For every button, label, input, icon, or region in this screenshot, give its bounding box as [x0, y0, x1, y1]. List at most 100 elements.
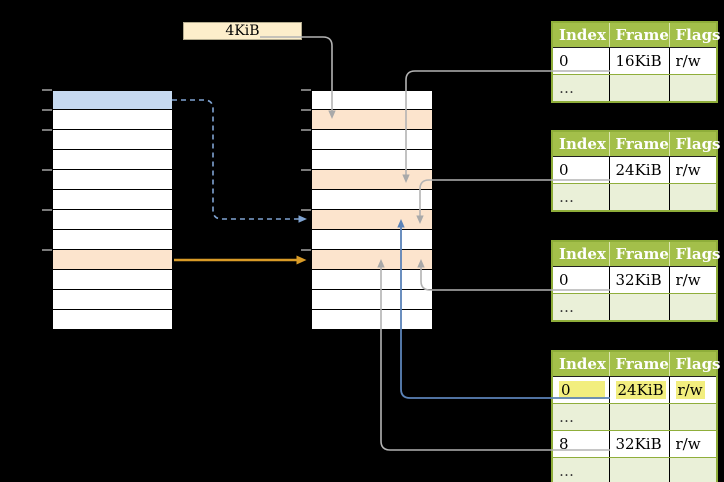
page-table-active: Index Frame Flags 0 24KiB r/w … 8 32KiB …: [551, 350, 721, 482]
cell-frame: 16KiB: [609, 47, 670, 75]
cell-flags: [669, 293, 717, 321]
cell-frame: [609, 183, 670, 211]
cell-flags: [669, 403, 717, 431]
memory-cell: [53, 210, 172, 230]
address-tick: [301, 249, 311, 251]
address-tick: [301, 209, 311, 211]
table-header-row: Index Frame Flags: [552, 131, 721, 157]
frame-array: [312, 90, 432, 330]
address-tick: [42, 109, 52, 111]
cell-index: …: [552, 183, 610, 211]
col-flags: Flags: [669, 22, 721, 48]
frame-cell-highlight: [312, 170, 432, 190]
memory-cell: [53, 190, 172, 210]
col-frame: Frame: [609, 351, 670, 377]
cell-index: …: [552, 403, 610, 431]
cell-index: …: [552, 293, 610, 321]
address-tick: [42, 89, 52, 91]
cell-flags: r/w: [669, 47, 717, 75]
table-row: 0 16KiB r/w: [552, 47, 717, 75]
memory-cell-highlight-blue: [53, 90, 172, 110]
memory-cell: [53, 290, 172, 310]
table-row: 0 24KiB r/w: [552, 156, 717, 184]
memory-cell: [53, 230, 172, 250]
memory-cell: [53, 170, 172, 190]
cell-frame: [609, 74, 670, 102]
col-index: Index: [552, 351, 610, 377]
arrow-vm1-to-frame7-dashed: [172, 99, 307, 223]
col-index: Index: [552, 241, 610, 267]
cell-frame: 24KiB: [609, 156, 670, 184]
cell-flags: r/w: [669, 430, 717, 458]
address-tick: [42, 249, 52, 251]
address-tick: [301, 109, 311, 111]
frame-cell: [312, 270, 432, 290]
memory-cell: [53, 130, 172, 150]
col-flags: Flags: [669, 351, 721, 377]
frame-cell: [312, 230, 432, 250]
page-table-32kib: Index Frame Flags 0 32KiB r/w …: [551, 240, 721, 322]
memory-cell: [53, 150, 172, 170]
col-index: Index: [552, 22, 610, 48]
col-index: Index: [552, 131, 610, 157]
memory-cell: [53, 110, 172, 130]
page-table-24kib: Index Frame Flags 0 24KiB r/w …: [551, 130, 721, 212]
col-frame: Frame: [609, 131, 670, 157]
frame-cell: [312, 310, 432, 330]
cell-frame: 32KiB: [609, 430, 670, 458]
table-row: 0 32KiB r/w: [552, 266, 717, 294]
page-size-label: 4KiB: [183, 22, 302, 40]
cell-flags: r/w: [669, 156, 717, 184]
table-row: 8 32KiB r/w: [552, 430, 717, 458]
table-row-highlighted: 0 24KiB r/w: [552, 376, 717, 404]
cell-flags: r/w: [669, 376, 717, 404]
col-flags: Flags: [669, 131, 721, 157]
frame-cell: [312, 190, 432, 210]
address-tick: [42, 209, 52, 211]
page-table-16kib: Index Frame Flags 0 16KiB r/w …: [551, 21, 721, 103]
cell-flags: [669, 457, 717, 482]
highlighted-value: r/w: [675, 381, 705, 399]
cell-flags: [669, 74, 717, 102]
table-header-row: Index Frame Flags: [552, 241, 721, 267]
highlighted-value: 24KiB: [615, 381, 666, 399]
table-row-ellipsis: …: [552, 403, 717, 431]
table-row-ellipsis: …: [552, 457, 717, 482]
address-tick: [42, 169, 52, 171]
virtual-memory-array: [53, 90, 172, 330]
cell-flags: r/w: [669, 266, 717, 294]
frame-cell-highlight: [312, 110, 432, 130]
cell-index: 0: [552, 376, 610, 404]
col-frame: Frame: [609, 241, 670, 267]
cell-index: 0: [552, 156, 610, 184]
col-flags: Flags: [669, 241, 721, 267]
cell-frame: [609, 403, 670, 431]
frame-cell-highlight: [312, 210, 432, 230]
address-tick: [301, 89, 311, 91]
table-row-ellipsis: …: [552, 293, 717, 321]
col-frame: Frame: [609, 22, 670, 48]
cell-frame: 24KiB: [609, 376, 670, 404]
cell-flags: [669, 183, 717, 211]
address-tick: [301, 169, 311, 171]
address-tick: [42, 129, 52, 131]
memory-cell: [53, 270, 172, 290]
memory-cell: [53, 310, 172, 330]
table-row-ellipsis: …: [552, 183, 717, 211]
table-header-row: Index Frame Flags: [552, 351, 721, 377]
table-row-ellipsis: …: [552, 74, 717, 102]
table-header-row: Index Frame Flags: [552, 22, 721, 48]
cell-frame: 32KiB: [609, 266, 670, 294]
cell-index: 8: [552, 430, 610, 458]
frame-cell: [312, 130, 432, 150]
cell-index: 0: [552, 47, 610, 75]
address-tick: [301, 129, 311, 131]
frame-cell-highlight: [312, 250, 432, 270]
cell-frame: [609, 293, 670, 321]
memory-cell-highlight-orange: [53, 250, 172, 270]
cell-index: …: [552, 74, 610, 102]
frame-cell: [312, 90, 432, 110]
frame-cell: [312, 150, 432, 170]
frame-cell: [312, 290, 432, 310]
